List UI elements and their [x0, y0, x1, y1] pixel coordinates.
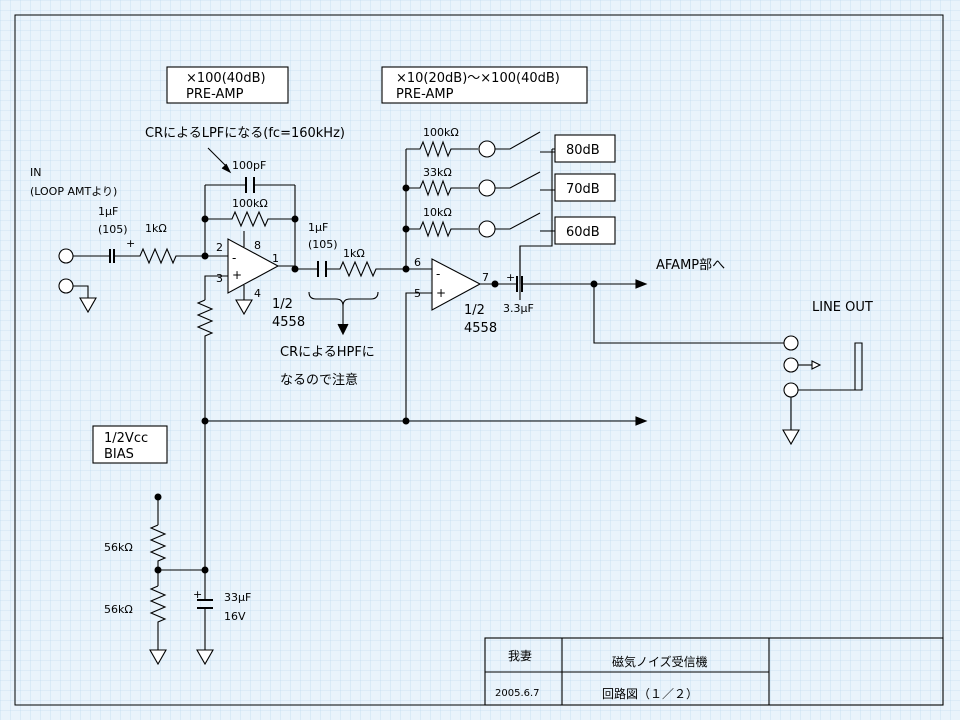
op1-minus: -	[232, 251, 236, 265]
ground-symbol	[79, 297, 97, 314]
op2-part: 4558	[464, 321, 497, 336]
op1-pin3: 3	[216, 272, 223, 285]
ground-symbol	[196, 649, 214, 666]
line-out-tip	[783, 335, 799, 351]
op1-half: 1/2	[272, 297, 293, 312]
op2-plus: +	[436, 286, 446, 300]
preamp1-subtitle: PRE-AMP	[186, 87, 244, 102]
bias-resistor-top	[149, 524, 167, 586]
c-in-code: (105)	[98, 223, 128, 236]
op1-pin4: 4	[254, 287, 261, 300]
c-in-value: 1μF	[98, 205, 118, 218]
labels: ×100(40dB) PRE-AMP ×10(20dB)～×100(40dB) …	[30, 71, 873, 701]
gain-resistor-70db	[406, 179, 478, 197]
input-terminal	[58, 248, 74, 264]
gain-resistor-80db	[406, 140, 478, 158]
arrow-bias	[635, 416, 648, 426]
preamp2-box	[381, 66, 588, 104]
preamp2-subtitle: PRE-AMP	[396, 87, 454, 102]
r-bias-top-value: 56kΩ	[104, 541, 133, 554]
hpf-note-line1: CRによるHPFに	[280, 345, 375, 360]
bias-title: 1/2Vcc	[104, 431, 148, 446]
r-couple-value: 1kΩ	[343, 247, 365, 260]
gain-resistor-60db	[406, 220, 478, 238]
opamp2	[431, 258, 482, 311]
r-80db-value: 100kΩ	[423, 126, 459, 139]
plus-mark: +	[126, 237, 135, 250]
sheet-border	[14, 14, 944, 706]
input-ground-terminal	[58, 278, 74, 294]
bias-subtitle: BIAS	[104, 447, 134, 462]
switch-70db	[478, 179, 496, 197]
hpf-note-line2: なるので注意	[280, 372, 358, 388]
title-project: 磁気ノイズ受信機	[612, 654, 708, 669]
preamp1-title: ×100(40dB)	[186, 71, 266, 86]
in-source-label: (LOOP AMTより)	[30, 185, 117, 198]
junctions	[154, 184, 598, 574]
c-out-value: 3.3μF	[503, 302, 534, 315]
bias-resistor-bottom	[149, 585, 167, 650]
bias-resistor-op1	[196, 299, 214, 570]
lpf-note: CRによるLPFになる(fc=160kHz)	[145, 126, 345, 141]
c-bias-plus: +	[193, 588, 202, 601]
ground-symbol	[235, 299, 253, 316]
op1-pin2: 2	[216, 241, 223, 254]
gain-80db-box	[554, 134, 616, 163]
r-70db-value: 33kΩ	[423, 166, 452, 179]
r-in-value: 1kΩ	[145, 222, 167, 235]
op2-half: 1/2	[464, 303, 485, 318]
coupling-resistor	[326, 260, 432, 278]
gain-80db-label: 80dB	[566, 143, 600, 158]
r-60db-value: 10kΩ	[423, 206, 452, 219]
bias-box	[92, 425, 168, 464]
preamp2-title: ×10(20dB)～×100(40dB)	[396, 71, 560, 86]
title-sheet: 回路図（１／２）	[602, 686, 698, 701]
input-resistor	[132, 247, 205, 265]
title-author: 我妻	[508, 649, 532, 663]
r-fb-value: 100kΩ	[232, 197, 268, 210]
line-out-label: LINE OUT	[812, 300, 873, 315]
title-date: 2005.6.7	[495, 688, 540, 699]
gain-60db-label: 60dB	[566, 225, 600, 240]
feedback-capacitor	[245, 177, 255, 193]
c-fb-value: 100pF	[232, 159, 266, 172]
opamp1	[227, 238, 280, 294]
line-out-ring	[783, 357, 799, 373]
arrow-afamp	[635, 279, 648, 289]
gain-70db-box	[554, 173, 616, 202]
wiring	[58, 66, 944, 706]
op2-pin6: 6	[414, 256, 421, 269]
c-bias-value: 33μF	[224, 591, 251, 604]
gain-60db-box	[554, 216, 616, 245]
gain-70db-label: 70dB	[566, 182, 600, 197]
op1-part: 4558	[272, 315, 305, 330]
c-bias-voltage: 16V	[224, 610, 246, 623]
afamp-label: AFAMP部へ	[656, 258, 725, 273]
op1-pin8: 8	[254, 239, 261, 252]
op1-plus: +	[232, 268, 242, 282]
c-out-plus: +	[506, 271, 515, 284]
r-bias-bot-value: 56kΩ	[104, 603, 133, 616]
ground-symbol	[782, 429, 800, 446]
switch-80db	[478, 140, 496, 158]
in-label: IN	[30, 166, 41, 179]
preamp1-box	[166, 66, 289, 104]
op2-pin7: 7	[482, 271, 489, 284]
op2-pin5: 5	[414, 287, 421, 300]
c-couple-code: (105)	[308, 238, 338, 251]
c-couple-value: 1μF	[308, 221, 328, 234]
op1-pin1: 1	[272, 252, 279, 265]
ground-symbol	[149, 649, 167, 666]
switch-60db	[478, 220, 496, 238]
op2-minus: -	[436, 267, 440, 281]
feedback-resistor	[205, 210, 295, 228]
line-out-sleeve	[783, 382, 799, 398]
